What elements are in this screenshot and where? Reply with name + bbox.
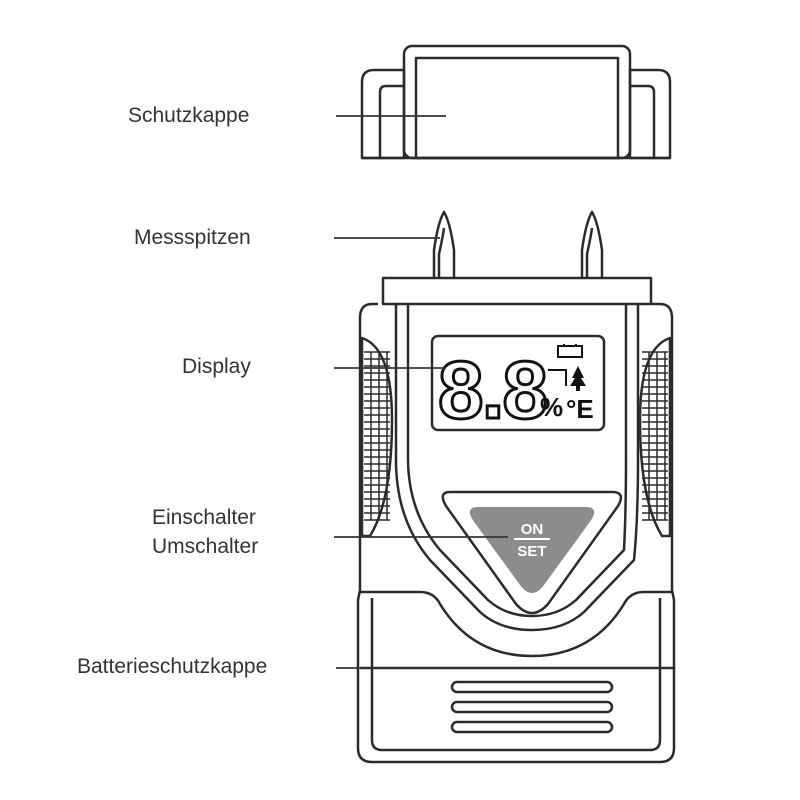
label-battery-cover: Batterieschutzkappe (77, 655, 268, 678)
button-set-label: SET (517, 543, 546, 560)
grip-hatch-left (364, 351, 390, 521)
label-switch-line2: Umschalter (152, 535, 259, 558)
probe-right (580, 210, 604, 278)
leader-lines (334, 115, 672, 669)
button-on-label: ON (521, 521, 544, 538)
probe-left (432, 210, 456, 278)
lcd-percent-unit: % (540, 392, 563, 422)
battery-icon (557, 344, 583, 358)
vent-slot (450, 680, 614, 694)
battery-vent-slots (450, 680, 614, 734)
on-set-button-area: ON SET (441, 490, 623, 615)
vent-slot (450, 720, 614, 734)
label-probes: Messspitzen (134, 226, 251, 249)
vent-slot (450, 700, 614, 714)
label-cap: Schutzkappe (128, 104, 250, 127)
grip-hatch-right (642, 351, 668, 521)
material-bracket-icon (548, 369, 567, 386)
label-switch-line1: Einschalter (152, 506, 256, 529)
lcd-reading: 8.8 (438, 345, 546, 436)
lcd-mode-unit: °E (566, 394, 594, 424)
label-display: Display (182, 355, 251, 378)
probe-mount (381, 276, 653, 306)
lcd-display: 8.8 % °E (430, 334, 606, 438)
protective-cap (360, 44, 672, 160)
on-set-button[interactable] (469, 507, 595, 593)
tree-icon (570, 366, 586, 391)
